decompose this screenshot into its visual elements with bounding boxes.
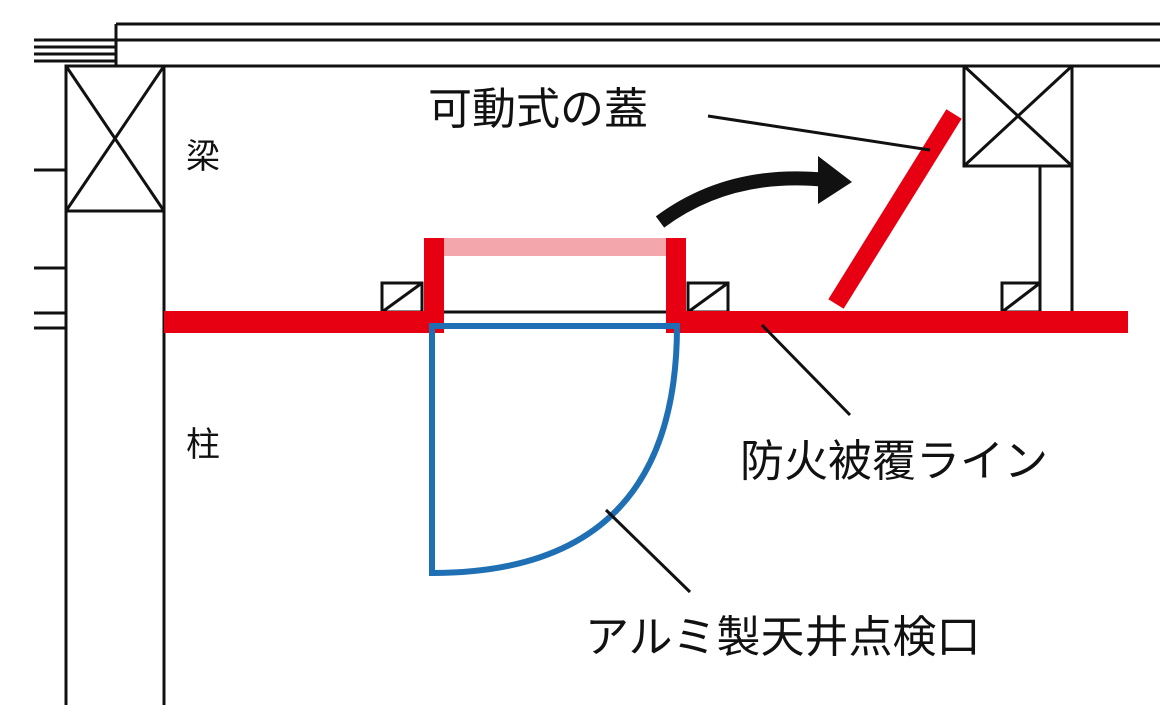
joist-section-left [380,281,424,314]
left-column [34,64,166,705]
open-arrow [655,156,852,228]
label-movable-lid: 可動式の蓋 [428,84,648,135]
label-beam: 梁 [186,137,220,177]
leader-movable-lid [707,114,931,152]
upper-slab [34,22,1160,68]
leader-fireproof-line [760,323,852,417]
joist-section-middle [686,281,730,314]
right-beam [962,64,1074,312]
leader-aluminum-hatch [604,508,692,594]
label-column: 柱 [186,425,220,465]
label-fireproof-line: 防火被覆ライン [740,436,1048,487]
aluminum-hatch [429,323,681,577]
joist-section-right [1000,281,1042,314]
ceiling-joist-sections [380,281,1042,314]
fireproof-line [164,238,1128,333]
label-aluminum-hatch: アルミ製天井点検口 [585,612,981,663]
movable-lid [828,109,962,309]
leader-lines [604,114,931,594]
